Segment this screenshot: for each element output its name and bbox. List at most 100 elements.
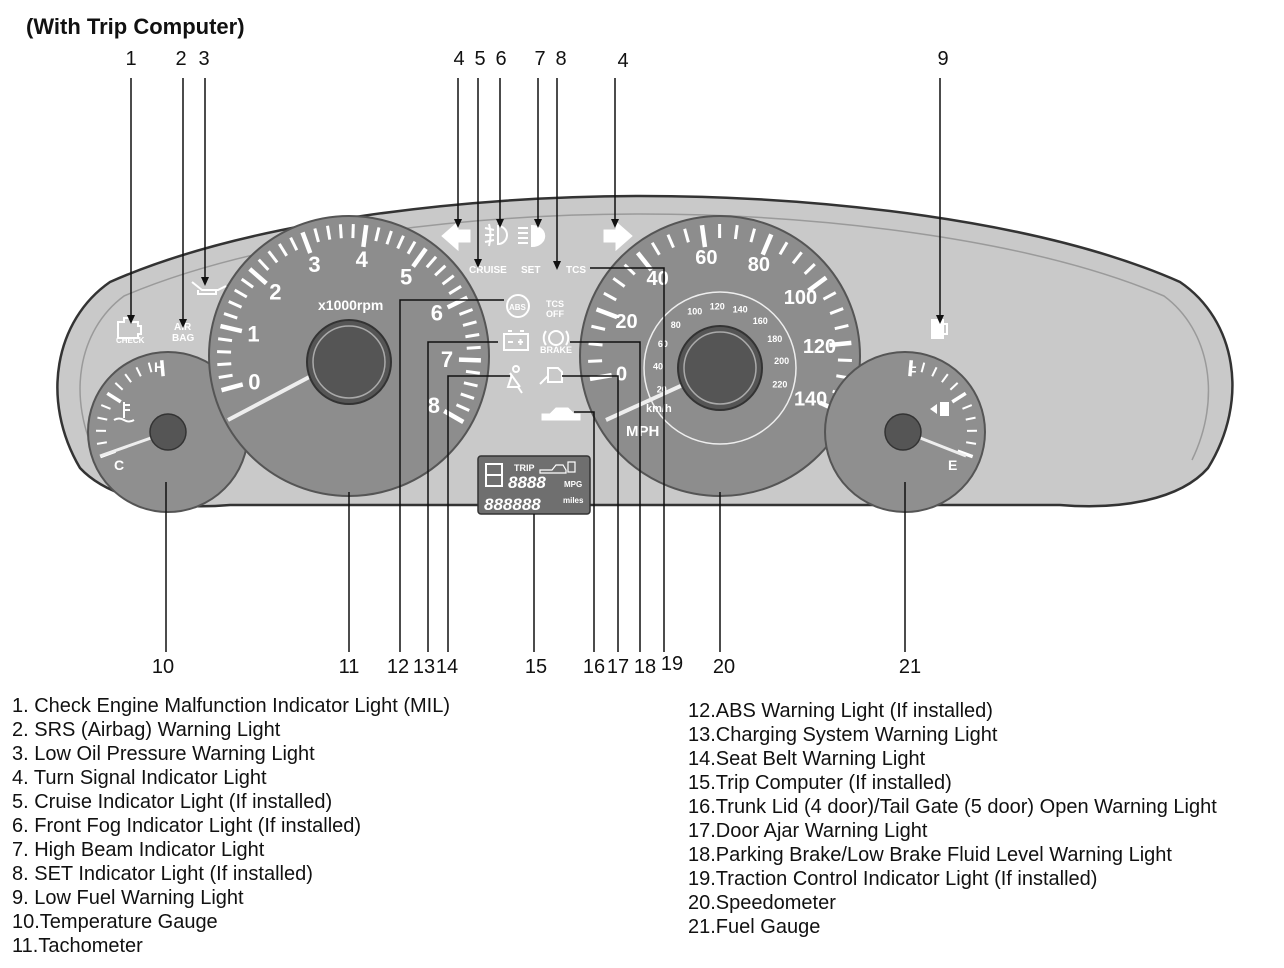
legend-item: 18.Parking Brake/Low Brake Fluid Level W…	[688, 844, 1172, 866]
tachometer-tick	[326, 225, 332, 240]
speedometer-tick	[603, 291, 617, 302]
speedometer-tick	[635, 251, 654, 272]
tachometer-tick	[462, 320, 477, 327]
brake-warning-icon	[542, 330, 570, 346]
high-beam-icon	[518, 224, 546, 248]
legend-item: 3. Low Oil Pressure Warning Light	[12, 743, 315, 765]
tachometer-tick	[338, 224, 343, 239]
callout-number-bottom: 11	[339, 656, 360, 678]
fuel-pump-icon	[930, 402, 949, 416]
trip-fuel-icon	[567, 461, 576, 473]
low-fuel-warning-icon	[931, 319, 948, 339]
legend-item: 12.ABS Warning Light (If installed)	[688, 700, 993, 722]
tachometer-tick	[458, 308, 474, 316]
speedometer-mph-number: 80	[748, 254, 770, 276]
speedometer-tick	[683, 228, 690, 243]
tachometer-tick	[217, 337, 233, 343]
legend-item: 9. Low Fuel Warning Light	[12, 887, 244, 909]
temperature-tick	[159, 360, 165, 377]
callout-number-top: 8	[555, 48, 566, 70]
speedometer-tick	[834, 323, 849, 331]
legend-item: 20.Speedometer	[688, 892, 836, 914]
speedometer-kmh-number: 160	[753, 316, 768, 326]
tachometer-tick	[411, 247, 428, 268]
legend-item: 16.Trunk Lid (4 door)/Tail Gate (5 door)…	[688, 796, 1217, 818]
tachometer-tick	[460, 392, 475, 400]
tachometer-tick	[374, 227, 381, 242]
tachometer-number: 4	[356, 247, 369, 272]
callout-number-top: 9	[937, 48, 948, 70]
speedometer-unit-mph: MPH	[626, 423, 659, 440]
brake-label: BRAKE	[540, 345, 572, 355]
tachometer-tick	[385, 230, 393, 245]
callout-number-bottom: 19	[661, 653, 683, 675]
trunk-lid-icon	[541, 407, 581, 421]
speedometer-kmh-number: 40	[653, 362, 663, 372]
door-ajar-icon	[539, 367, 563, 385]
callout-number-bottom: 14	[436, 656, 458, 678]
callout-leader-lines	[130, 78, 941, 652]
check-label: CHECK	[116, 336, 145, 345]
tachometer-number: 0	[248, 369, 260, 394]
speedometer-tick	[588, 359, 603, 363]
callout-number-top: 7	[534, 48, 545, 70]
speedometer-tick	[595, 307, 618, 320]
speedometer-mph-number: 20	[615, 311, 637, 333]
fuel-tick	[965, 441, 977, 445]
speedometer-tick	[623, 263, 636, 276]
temperature-tick	[124, 373, 132, 383]
temperature-tick	[135, 366, 142, 377]
speedometer-kmh-number: 120	[710, 301, 725, 311]
callout-number-top: 4	[617, 50, 628, 72]
tachometer-tick	[313, 228, 320, 243]
speedometer-tick	[829, 340, 852, 348]
trip-digits-bottom: 888888	[484, 495, 541, 514]
tachometer-tick	[463, 381, 478, 388]
callout-number-bottom: 13	[413, 656, 435, 678]
tachometer-number: 1	[247, 322, 259, 347]
tachometer-tick	[240, 277, 254, 289]
legend-item: 1. Check Engine Malfunction Indicator Li…	[12, 695, 450, 717]
cruise-indicator: CRUISE	[469, 265, 507, 276]
legend-item: 6. Front Fog Indicator Light (If install…	[12, 815, 362, 837]
tachometer-number: 8	[428, 393, 440, 418]
temperature-tick	[97, 416, 108, 421]
tachometer-tick	[406, 240, 417, 255]
coolant-temperature-icon	[113, 402, 135, 423]
callout-number-bottom: 18	[634, 656, 656, 678]
legend-item: 4. Turn Signal Indicator Light	[12, 767, 267, 789]
tachometer-tick	[396, 235, 405, 250]
tachometer-tick	[425, 255, 438, 269]
tachometer-tick	[220, 382, 244, 393]
speedometer-kmh-number: 20	[657, 384, 667, 394]
speedometer-tick	[778, 241, 789, 256]
front-fog-icon	[484, 223, 508, 247]
legend-item: 15.Trip Computer (If installed)	[688, 772, 952, 794]
tachometer-unit: x1000rpm	[318, 297, 383, 313]
callout-number-bottom: 20	[713, 656, 735, 678]
tachometer-tick	[434, 264, 447, 277]
speedometer-tick	[760, 233, 774, 256]
legend-left-column: 1. Check Engine Malfunction Indicator Li…	[12, 694, 450, 958]
tachometer-tick	[300, 231, 313, 254]
oil-pressure-icon	[191, 281, 227, 295]
speedometer-kmh-number: 60	[658, 339, 668, 349]
fuel-tick	[951, 391, 967, 404]
speedometer-mph-number: 140	[794, 388, 827, 410]
speedometer-unit-kmh: km/h	[646, 403, 672, 415]
temp-cold-label: C	[114, 457, 124, 473]
fuel-gauge-ticks	[908, 360, 978, 459]
tachometer-tick	[466, 345, 481, 350]
tachometer-tick	[465, 333, 480, 339]
tachometer-tick	[458, 357, 482, 363]
tachometer-hub	[306, 319, 392, 405]
fuel-tick	[941, 373, 949, 383]
callout-number-top: 4	[453, 48, 464, 70]
tachometer-tick	[448, 285, 462, 295]
legend-item: 7. High Beam Indicator Light	[12, 839, 265, 861]
tachometer-tick	[278, 243, 288, 257]
speedometer-tick	[666, 234, 675, 249]
